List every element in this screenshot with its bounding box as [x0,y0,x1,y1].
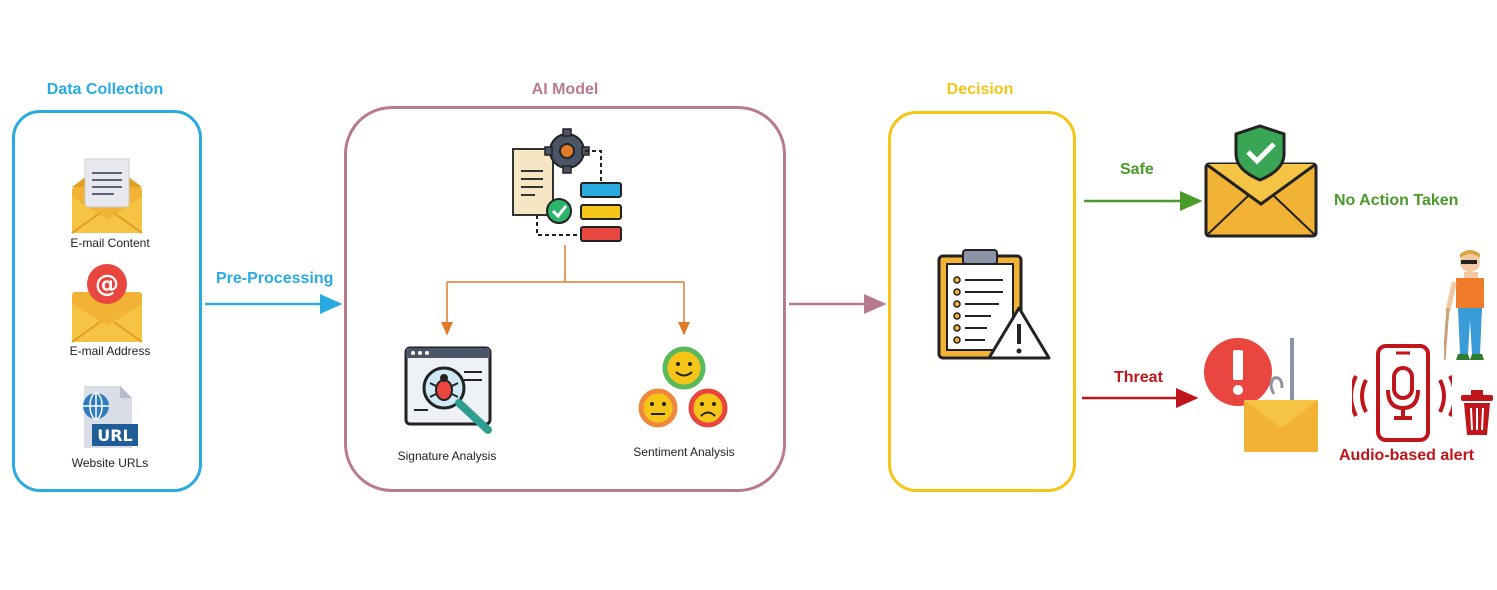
threat-label: Threat [1114,369,1163,386]
safe-label: Safe [1120,161,1154,178]
phishing-envelope-icon [1204,338,1318,452]
audio-alert-phone-icon [1352,344,1452,442]
ai-branch-connector [441,245,690,336]
website-urls-label: Website URLs [71,456,149,470]
signature-analysis-label: Signature Analysis [397,449,497,463]
url-document-icon: URL [83,386,138,448]
envelope-letter-icon [71,158,143,234]
ai-model-title: AI Model [531,81,599,98]
envelope-at-icon: @ [71,264,143,343]
ai-workflow-icon [512,128,622,242]
pre-processing-label: Pre-Processing [216,270,334,287]
emoji-sentiment-icon [638,346,728,428]
audio-based-alert-label: Audio-based alert [1339,447,1475,464]
decision-title: Decision [946,81,1014,98]
no-action-taken-label: No Action Taken [1334,192,1459,209]
email-content-label: E-mail Content [70,236,150,250]
clipboard-warning-icon [937,249,1051,360]
trash-icon [1461,390,1493,435]
safe-envelope-shield-icon [1204,124,1318,238]
bug-search-icon [404,346,492,434]
decision-box [888,111,1076,492]
email-address-label: E-mail Address [69,344,151,358]
svg-text:URL: URL [97,426,133,445]
data-collection-box [12,110,202,492]
person-with-cane-icon [1444,250,1484,361]
ai-model-box [344,106,786,492]
svg-text:@: @ [95,270,119,298]
data-collection-title: Data Collection [46,81,164,98]
sentiment-analysis-label: Sentiment Analysis [633,445,735,459]
